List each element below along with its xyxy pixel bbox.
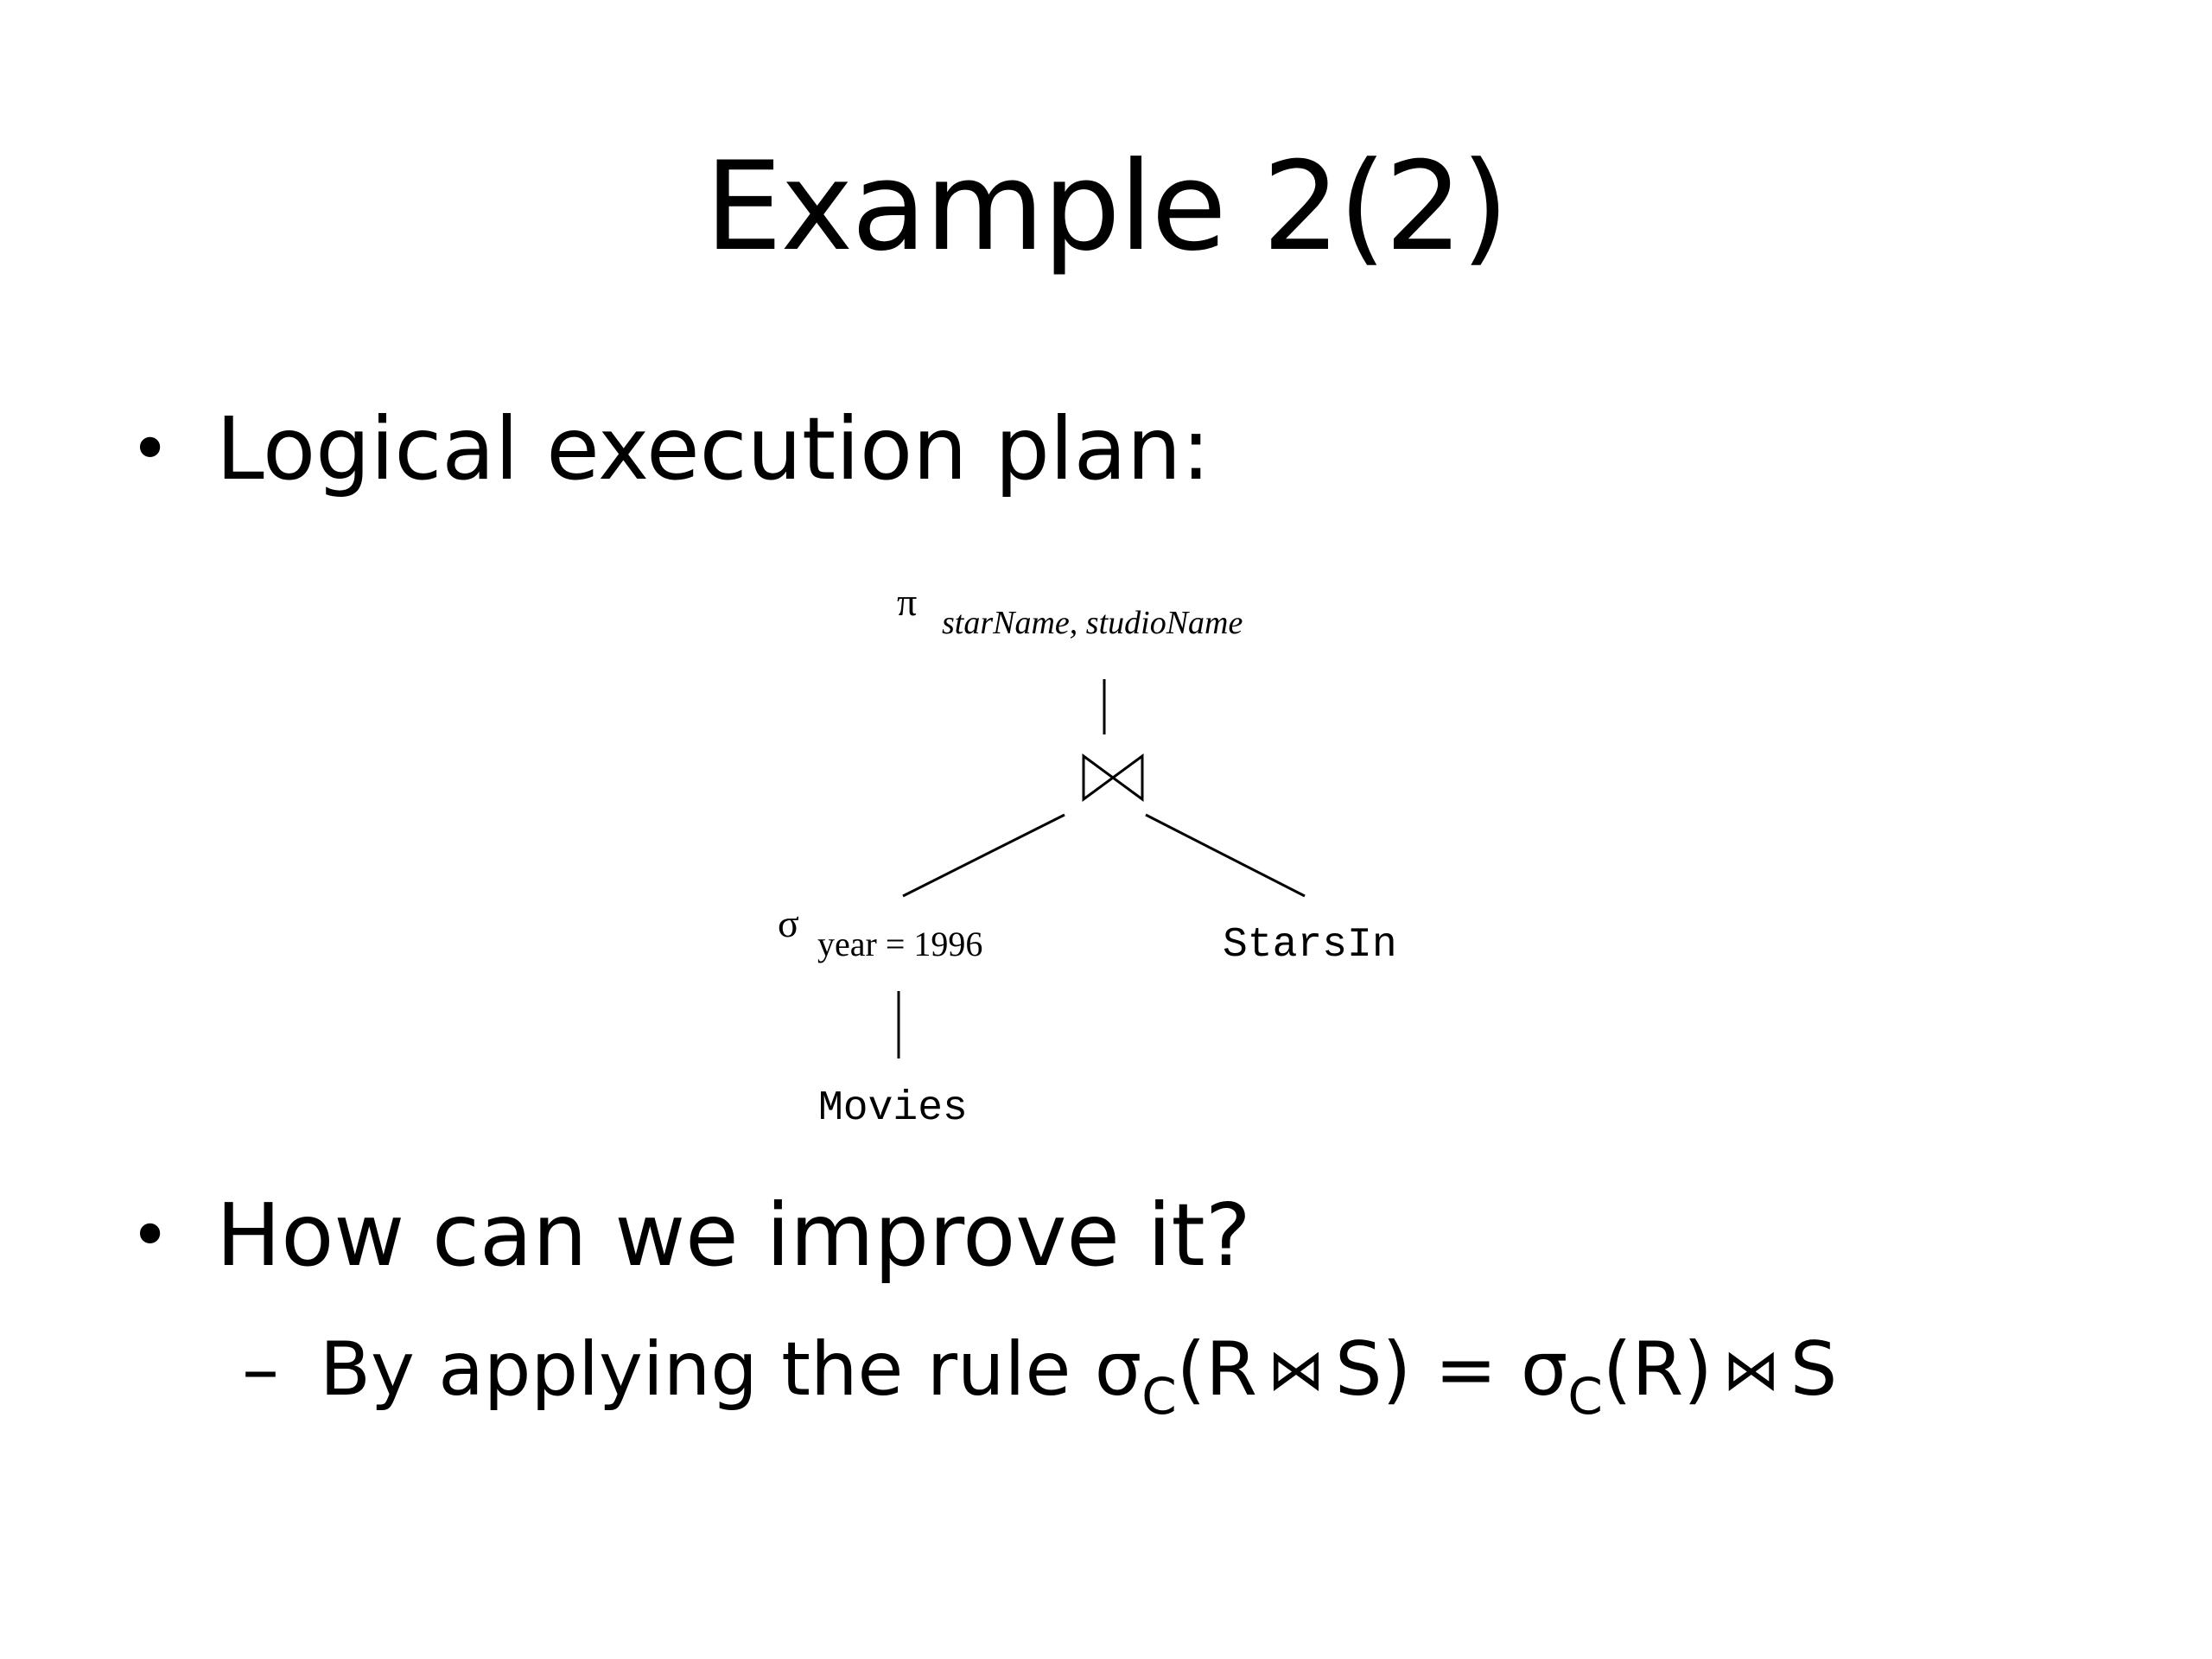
bullet-marker: • xyxy=(130,409,171,489)
sub-bullet-marker: – xyxy=(242,1326,279,1413)
rule-condition-subscript: C xyxy=(1567,1367,1603,1426)
bullet-logical-plan: • Logical execution plan: xyxy=(130,397,1211,501)
rule-part: (R xyxy=(1176,1326,1258,1413)
edge-join-selection xyxy=(902,813,1065,898)
selection-subscript: year = 1996 xyxy=(817,925,982,963)
relation-movies: Movies xyxy=(818,1085,968,1132)
join-node xyxy=(1082,753,1144,802)
projection-node: π starName, studioName xyxy=(897,580,1243,641)
rule-suffix: S xyxy=(1789,1326,1838,1413)
rule-prefix: By applying the rule σ xyxy=(320,1326,1142,1413)
slide-title: Example 2(2) xyxy=(704,136,1510,278)
join-icon: ⋈ xyxy=(1722,1337,1780,1403)
bullet-text: How can we improve it? xyxy=(216,1185,1251,1286)
bullet-improve: • How can we improve it? xyxy=(130,1184,1251,1287)
rule-condition-subscript: C xyxy=(1141,1367,1177,1426)
selection-node: σ year = 1996 xyxy=(778,901,982,963)
rule-part: (R) xyxy=(1602,1326,1713,1413)
join-icon: ⋈ xyxy=(1268,1337,1325,1403)
projection-symbol: π xyxy=(897,580,917,624)
relation-starsin: StarsIn xyxy=(1223,922,1397,969)
rule-part: S) = σ xyxy=(1335,1326,1568,1413)
projection-subscript: starName, studioName xyxy=(942,605,1243,641)
selection-symbol: σ xyxy=(778,901,799,945)
join-symbol xyxy=(1082,753,1144,802)
bullet-marker: • xyxy=(130,1195,171,1275)
bullet-text: Logical execution plan: xyxy=(216,398,1211,499)
sub-bullet-rule: –By applying the rule σC(R⋈S) = σC(R)⋈S xyxy=(242,1322,1838,1421)
edge-join-starsin xyxy=(1145,813,1306,898)
